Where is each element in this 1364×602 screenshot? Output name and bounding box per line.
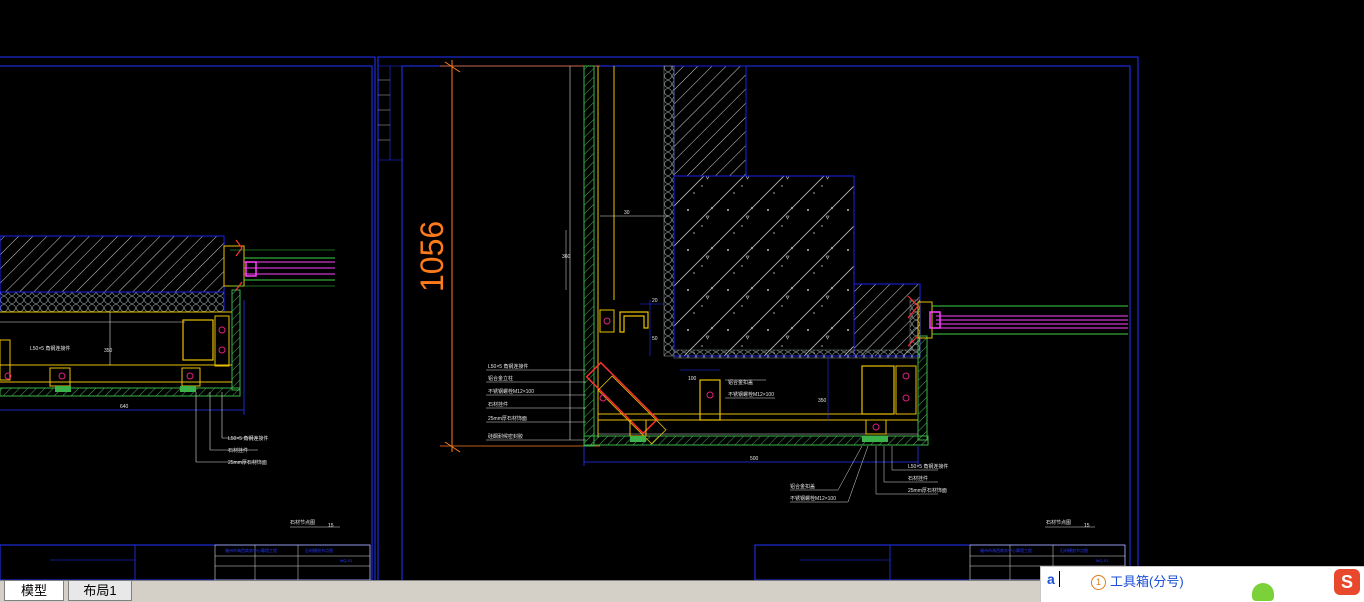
detail-scale-right: 15	[1084, 523, 1090, 529]
callout-bottom-4: 石材挂件	[908, 475, 928, 482]
callout-bottom-2: 不锈钢螺栓M12×100	[790, 495, 836, 502]
ime-cursor	[1059, 571, 1060, 587]
titleblock-right-name: 石材横剖节点图	[1060, 547, 1088, 553]
dim-label-6: 350	[818, 398, 827, 404]
tab-model[interactable]: 模型	[4, 581, 64, 601]
callout-bottom-3: L50×5 角钢连接件	[908, 463, 948, 470]
left-callout-3: 25mm厚石材饰面	[228, 459, 267, 466]
cad-drawing-canvas[interactable]: 1056	[0, 0, 1364, 580]
callout-left-6: 硅酮耐候密封胶	[488, 433, 523, 440]
titleblock-left-name: 石材横剖节点图	[305, 547, 333, 553]
titleblock-left-title: 福州市海西商务中心幕墙工程	[225, 547, 277, 553]
callout-left-5: 25mm厚石材饰面	[488, 415, 527, 422]
callout-mid-1: 铝合金扣盖	[728, 379, 753, 386]
ime-mascot-icon	[1252, 583, 1274, 601]
layout-tab-bar: 模型 布局1	[0, 580, 1364, 602]
left-sheet	[0, 56, 376, 580]
dim-label-4: 100	[688, 376, 697, 382]
dim-label-5: 500	[750, 456, 759, 462]
tab-layout1[interactable]: 布局1	[68, 581, 132, 601]
titleblock-right-title: 福州市海西商务中心幕墙工程	[980, 547, 1032, 553]
dim-label-9: 640	[120, 404, 129, 410]
callout-bottom-1: 铝合金扣盖	[790, 483, 815, 490]
titleblock-left-no: MQ-S1	[340, 558, 353, 563]
callout-left-4: 石材挂件	[488, 401, 508, 408]
detail-title-right: 石材节点图	[1046, 519, 1071, 526]
callout-left-2: 铝合金立柱	[488, 375, 513, 382]
ime-input-text: a	[1047, 571, 1055, 587]
left-callout-1: L50×5 角钢连接件	[228, 435, 268, 442]
dim-label-7: 360	[562, 254, 571, 260]
detail-title-left: 石材节点图	[290, 519, 315, 526]
callout-left-3: 不锈钢螺栓M12×100	[488, 388, 534, 395]
right-sheet: 1056	[377, 56, 1139, 580]
detail-scale-left: 15	[328, 523, 334, 529]
dim-label-2: 20	[652, 298, 658, 304]
sogou-logo-icon[interactable]: S	[1334, 569, 1360, 595]
callout-bottom-5: 25mm厚石材饰面	[908, 487, 947, 494]
left-callout-2: 石材挂件	[228, 447, 248, 454]
titleblock-right-no: MQ-S1	[1096, 558, 1109, 563]
dim-label-1: 30	[624, 210, 630, 216]
candidate-number-badge: 1	[1091, 575, 1106, 590]
dim-label-3: 50	[652, 336, 658, 342]
dim-label-8: 350	[104, 348, 113, 354]
height-dimension-text: 1056	[414, 221, 450, 292]
callout-left-1: L50×5 角钢连接件	[488, 363, 528, 370]
callout-mid-2: 不锈钢螺栓M12×100	[728, 391, 774, 398]
left-callout-4: L50×5 角钢连接件	[30, 345, 70, 352]
